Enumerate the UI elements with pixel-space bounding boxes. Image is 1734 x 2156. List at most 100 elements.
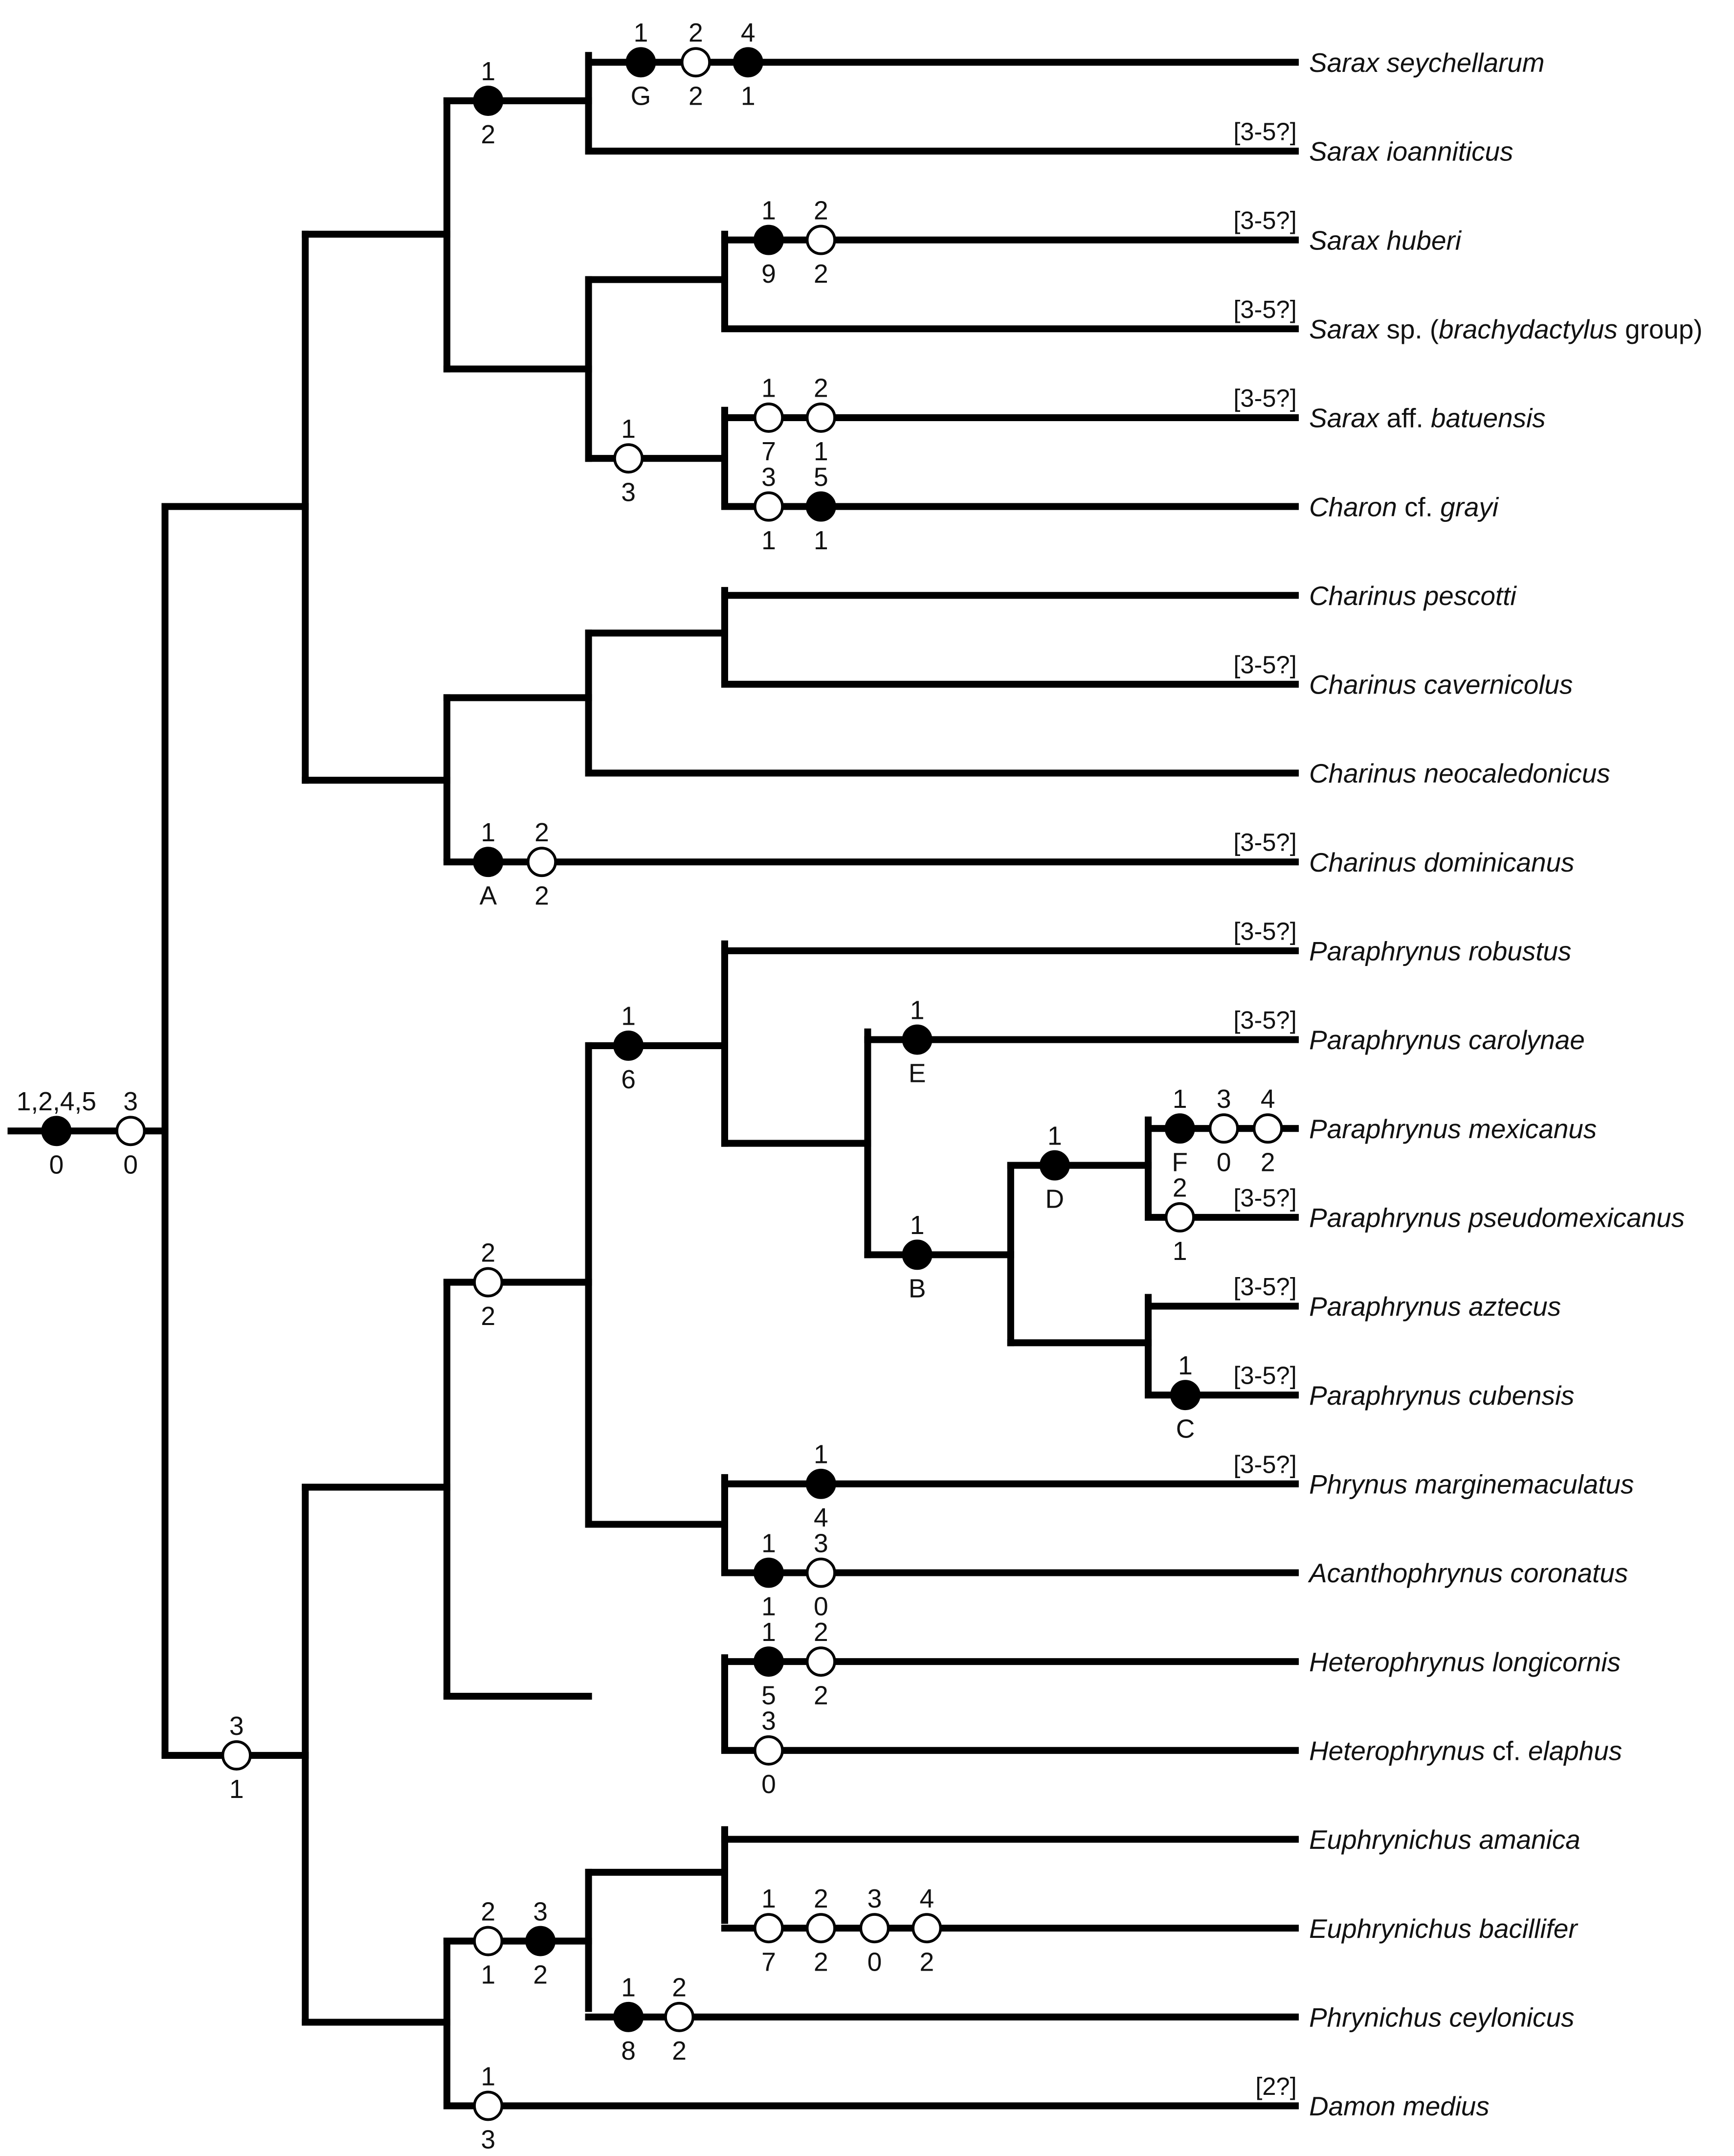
taxon-label: Heterophrynus cf. elaphus [1309, 1735, 1622, 1766]
character-state: 3 [621, 478, 636, 507]
filled-character-marker [525, 1926, 556, 1956]
character-number: 5 [814, 463, 828, 492]
open-character-marker [911, 1913, 942, 1944]
open-character-marker [805, 225, 836, 255]
character-number: 2 [481, 1897, 495, 1926]
taxon-label: Euphrynichus amanica [1309, 1824, 1580, 1855]
filled-character-marker [473, 847, 504, 877]
open-character-marker [527, 847, 557, 877]
taxon-label: Sarax aff. batuensis [1309, 403, 1546, 433]
character-number: 1 [481, 2062, 495, 2091]
open-character-marker [754, 1913, 784, 1944]
bracket-annotations: [3-5?][3-5?][3-5?][3-5?][3-5?][3-5?][3-5… [1233, 117, 1296, 2100]
open-character-marker [754, 403, 784, 433]
character-number: 1 [910, 996, 925, 1025]
filled-character-marker [805, 491, 836, 522]
character-state: 0 [123, 1150, 138, 1179]
taxon-label: Paraphrynus carolynae [1309, 1025, 1585, 1055]
open-character-marker [859, 1913, 890, 1944]
character-number: 1 [634, 19, 648, 47]
open-character-marker [613, 443, 644, 474]
taxon-label: Charinus dominicanus [1309, 847, 1574, 877]
open-character-marker [805, 1557, 836, 1588]
bracket-annotation: [3-5?] [1233, 384, 1296, 412]
taxon-label: Charinus pescotti [1309, 581, 1517, 611]
taxon-label: Charinus cavernicolus [1309, 670, 1573, 700]
character-state: 1 [741, 82, 756, 111]
taxon-label: Sarax ioanniticus [1309, 136, 1513, 167]
character-state: G [631, 82, 651, 111]
character-number: 1 [761, 1529, 776, 1558]
character-number: 3 [761, 463, 776, 492]
open-character-marker [664, 2001, 695, 2032]
open-character-marker [805, 1646, 836, 1677]
taxon-label: Paraphrynus cubensis [1309, 1380, 1574, 1411]
character-number: 1 [761, 196, 776, 225]
character-state: 9 [761, 260, 776, 289]
filled-character-marker [613, 1030, 644, 1061]
filled-character-marker [473, 86, 504, 116]
taxon-label: Euphrynichus bacillifer [1309, 1913, 1578, 1944]
taxon-label: Phrynichus ceylonicus [1309, 2002, 1574, 2032]
character-number: 4 [919, 1885, 934, 1913]
character-state: 0 [1217, 1148, 1231, 1177]
character-number: 2 [814, 374, 828, 403]
character-number: 2 [814, 1885, 828, 1913]
character-number: 1 [814, 1440, 828, 1469]
character-number: 1 [1173, 1085, 1187, 1114]
bracket-annotation: [3-5?] [1233, 829, 1296, 856]
character-state: 2 [533, 1961, 548, 1990]
bracket-annotation: [3-5?] [1233, 1450, 1296, 1478]
filled-character-marker [625, 47, 656, 78]
character-number: 1 [621, 1974, 636, 2002]
filled-character-marker [1170, 1380, 1200, 1411]
character-state: 7 [761, 437, 776, 466]
taxon-label: Heterophrynus longicornis [1309, 1647, 1621, 1677]
character-state: 1 [229, 1775, 244, 1804]
character-state: 2 [481, 1302, 495, 1331]
taxon-label: Damon medius [1309, 2091, 1489, 2121]
open-character-marker [805, 403, 836, 433]
character-number: 3 [229, 1712, 244, 1741]
character-number: 1 [621, 1002, 636, 1031]
taxon-label: Charinus neocaledonicus [1309, 758, 1610, 788]
character-state: 5 [761, 1681, 776, 1710]
character-state: C [1176, 1415, 1195, 1443]
bracket-annotation: [3-5?] [1233, 1006, 1296, 1034]
open-character-marker [473, 1267, 504, 1298]
character-number: 1 [910, 1211, 925, 1240]
character-state: 1 [1173, 1237, 1187, 1266]
taxon-label: Sarax sp. (brachydactylus group) [1309, 314, 1703, 344]
taxon-label: Paraphrynus robustus [1309, 936, 1571, 966]
taxon-label: Paraphrynus aztecus [1309, 1291, 1561, 1322]
character-state: 0 [867, 1948, 882, 1976]
character-number: 2 [481, 1238, 495, 1267]
character-number: 3 [1217, 1085, 1231, 1114]
character-number: 2 [814, 196, 828, 225]
character-state: 8 [621, 2037, 636, 2066]
character-number: 3 [814, 1529, 828, 1558]
open-character-marker [1164, 1202, 1195, 1233]
character-state: 2 [672, 2037, 687, 2066]
character-number: 1 [481, 818, 495, 847]
character-number: 1,2,4,5 [17, 1087, 96, 1116]
character-state: 1 [761, 1593, 776, 1621]
character-number: 3 [867, 1885, 882, 1913]
character-number: 3 [761, 1707, 776, 1736]
bracket-annotation: [2?] [1255, 2072, 1296, 2100]
character-state: 2 [1261, 1148, 1275, 1177]
taxon-label: Charon cf. grayi [1309, 492, 1499, 522]
character-number: 2 [814, 1618, 828, 1647]
taxon-label: Sarax huberi [1309, 225, 1462, 255]
open-character-marker [805, 1913, 836, 1944]
filled-character-marker [902, 1239, 933, 1270]
character-state: E [909, 1059, 926, 1088]
bracket-annotation: [3-5?] [1233, 206, 1296, 234]
taxon-label: Acanthophrynus coronatus [1308, 1558, 1628, 1588]
character-state: 2 [814, 1681, 828, 1710]
character-number: 1 [621, 415, 636, 444]
open-character-marker [1208, 1113, 1239, 1144]
filled-character-marker [733, 47, 763, 78]
